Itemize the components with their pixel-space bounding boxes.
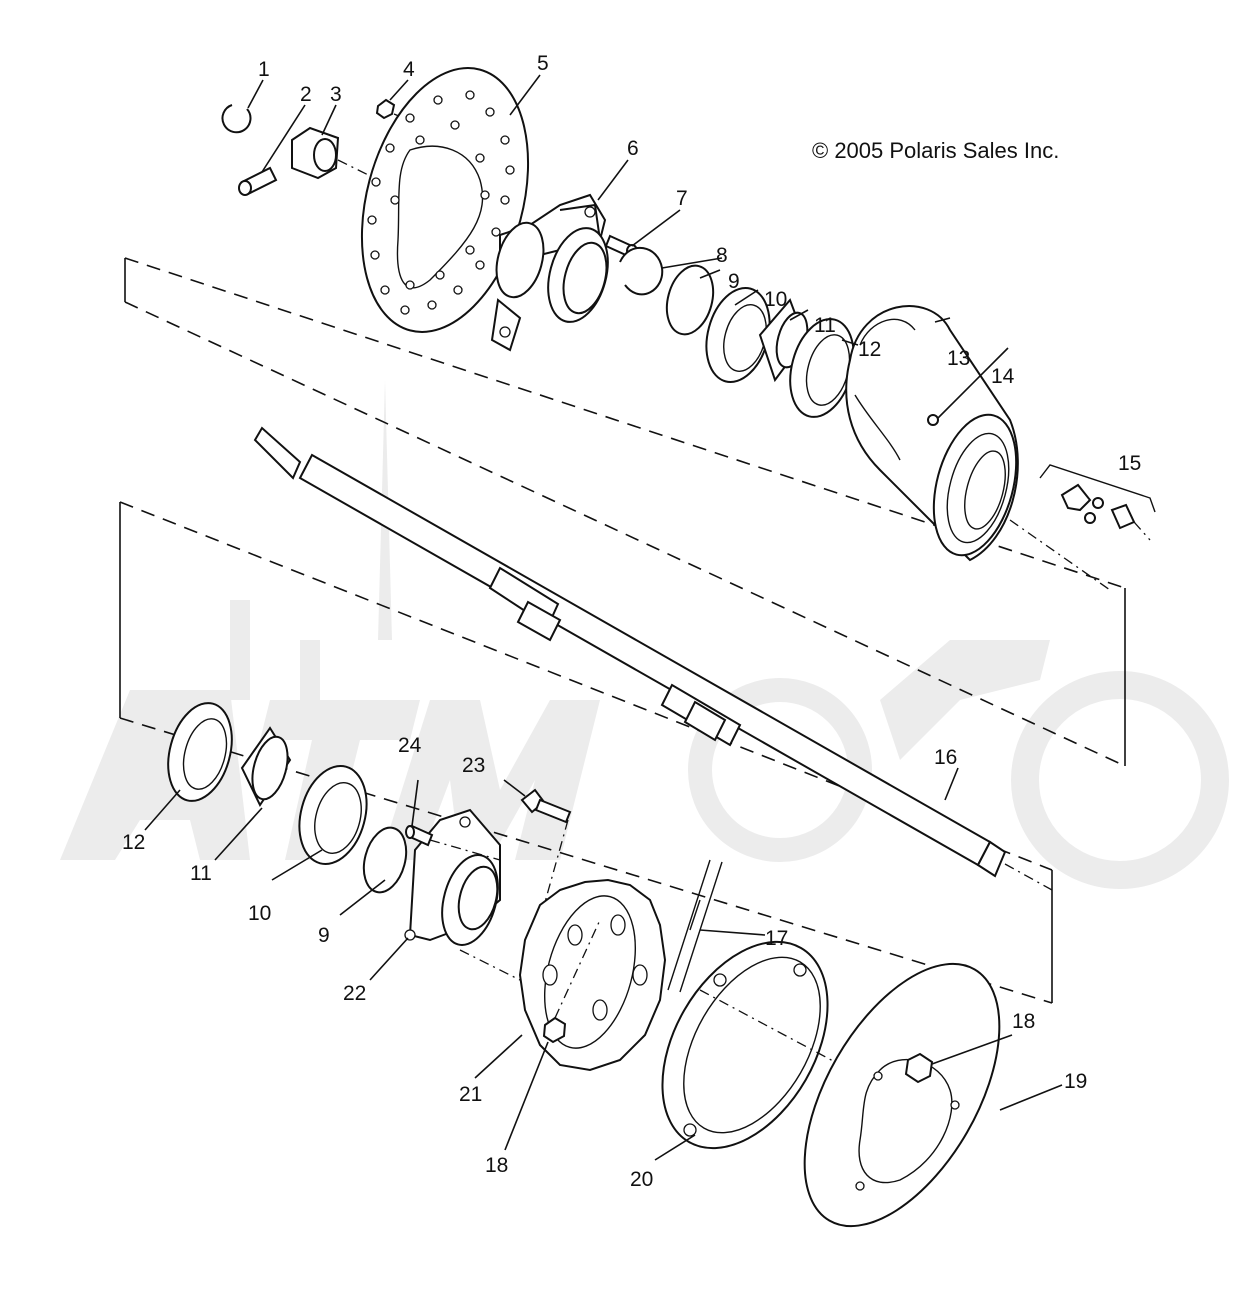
leader-lines bbox=[144, 74, 1063, 1161]
callout-8: 8 bbox=[716, 244, 728, 267]
bearing-race-lower bbox=[298, 764, 368, 866]
callout-19: 19 bbox=[1064, 1070, 1087, 1093]
callout-22: 22 bbox=[343, 982, 366, 1005]
callout-9: 9 bbox=[728, 270, 740, 293]
callout-9-lower: 9 bbox=[318, 924, 330, 947]
callout-23: 23 bbox=[462, 754, 485, 777]
callout-12-lower: 12 bbox=[122, 831, 145, 854]
drive-sprocket bbox=[518, 878, 667, 1072]
flange-screw bbox=[405, 824, 434, 847]
callout-24: 24 bbox=[398, 734, 422, 757]
callout-18: 18 bbox=[1012, 1010, 1035, 1033]
brake-disc bbox=[360, 67, 530, 333]
callout-1: 1 bbox=[258, 58, 270, 81]
callout-11-lower: 11 bbox=[190, 862, 212, 885]
retaining-ring bbox=[619, 246, 664, 296]
callout-2: 2 bbox=[300, 83, 312, 106]
drive-chain bbox=[667, 859, 723, 993]
small-nut bbox=[375, 98, 396, 120]
callout-13: 13 bbox=[947, 347, 970, 370]
callout-20: 20 bbox=[630, 1168, 653, 1191]
hub-flange bbox=[490, 193, 609, 352]
callout-15: 15 bbox=[1118, 452, 1141, 475]
fastener-kit bbox=[1039, 464, 1156, 541]
bearing-housing bbox=[845, 305, 1019, 562]
seal bbox=[665, 264, 715, 336]
callout-4: 4 bbox=[403, 58, 415, 81]
brake-housing bbox=[661, 940, 829, 1150]
callout-16: 16 bbox=[934, 746, 957, 769]
roller-bearing bbox=[758, 298, 809, 383]
seal-lower bbox=[362, 826, 408, 894]
watermark-logo bbox=[60, 380, 1229, 889]
callout-21: 21 bbox=[459, 1083, 482, 1106]
callout-5: 5 bbox=[537, 52, 549, 75]
grease-plug bbox=[927, 414, 939, 426]
axle-shaft bbox=[253, 426, 1053, 891]
callout-labels: 1 2 3 4 5 6 7 8 9 10 11 12 13 14 15 16 1… bbox=[122, 52, 1141, 1191]
callout-10: 10 bbox=[764, 288, 787, 311]
callout-10-lower: 10 bbox=[248, 902, 271, 925]
snap-ring bbox=[221, 104, 252, 134]
sprocket-hub bbox=[404, 808, 501, 946]
copyright-text: © 2005 Polaris Sales Inc. bbox=[812, 138, 1059, 163]
callout-7: 7 bbox=[676, 187, 688, 210]
callout-18-lower: 18 bbox=[485, 1154, 508, 1177]
axle-nut bbox=[291, 126, 340, 180]
callout-17: 17 bbox=[765, 927, 788, 950]
callout-12: 12 bbox=[858, 338, 881, 361]
pin bbox=[238, 166, 278, 196]
callout-14: 14 bbox=[991, 365, 1015, 388]
bearing-cup-lower bbox=[167, 702, 233, 802]
callout-6: 6 bbox=[627, 137, 639, 160]
callout-11: 11 bbox=[814, 314, 836, 337]
brake-plate bbox=[803, 962, 1001, 1228]
sprocket-bolt bbox=[520, 788, 572, 824]
roller-bearing-lower bbox=[240, 726, 292, 808]
callout-3: 3 bbox=[330, 83, 342, 106]
